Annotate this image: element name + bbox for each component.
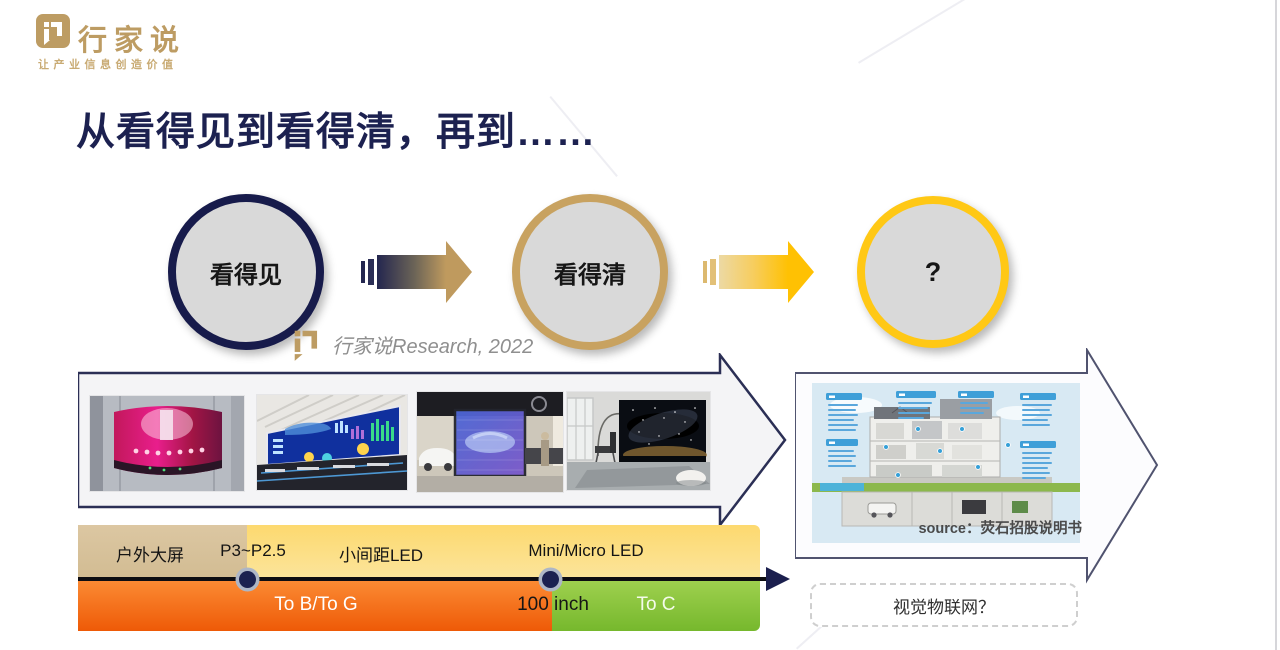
band-label-100-inch: 100 inch [517,594,589,615]
stage-circle-clear: 看得清 [512,194,668,350]
attribution-text: 行家说Research, 2022 [332,336,534,358]
timeline-label-mini-micro-led: Mini/Micro LED [528,541,644,560]
outdoor-building-led-photo [90,396,244,491]
source-note: source：荧石招股说明书 [918,521,1082,537]
timeline-axis [78,577,770,581]
timeline-axis-arrowhead-icon [766,567,790,591]
stage-label: 看得见 [210,261,282,289]
timeline-marker-dot [239,571,256,588]
brand-name: 行家说 [78,25,187,57]
timeline-band-outdoor [78,525,247,577]
timeline-label-pitch: P3~P2.5 [220,541,286,560]
stage-circle-visible: 看得见 [168,194,324,350]
timeline-label-fine-pitch-led: 小间距LED [338,546,424,565]
stage-circle-question: ? [857,196,1009,348]
timeline-band-fine-pitch [247,525,760,577]
timeline-label-outdoor: 户外大屏 [116,546,184,565]
timeline-band-tob [78,581,552,631]
living-room-large-tv-photo [567,392,710,490]
page-title: 从看得见到看得清，再到…… [76,111,597,154]
band-label-toc: To C [636,594,676,615]
brand-tagline: 让产业信息创造价值 [38,59,178,71]
transparent-led-showroom-photo [417,392,563,492]
timeline-band-toc [552,581,760,631]
brand-logo-icon [36,14,70,48]
smart-home-feature-labels [826,391,1056,479]
attribution-logo-icon [294,330,318,361]
gradient-arrow-icon [361,241,472,303]
visual-iot-question-box: 视觉物联网？ [810,583,1078,627]
stage-label: ? [924,256,942,287]
speech-bubble-logo-icon [44,22,62,45]
control-room-display-wall-photo [257,395,407,490]
band-label-tob-tog: To B/To G [274,594,358,615]
gradient-arrow-icon [703,241,814,303]
slide-right-edge [1275,0,1277,650]
stage-label: 看得清 [554,261,626,289]
timeline-marker-dot [542,571,559,588]
decorative-diagonal [858,0,981,64]
visual-iot-label: 视觉物联网？ [893,597,995,617]
smart-home-cutaway-image [812,383,1080,543]
